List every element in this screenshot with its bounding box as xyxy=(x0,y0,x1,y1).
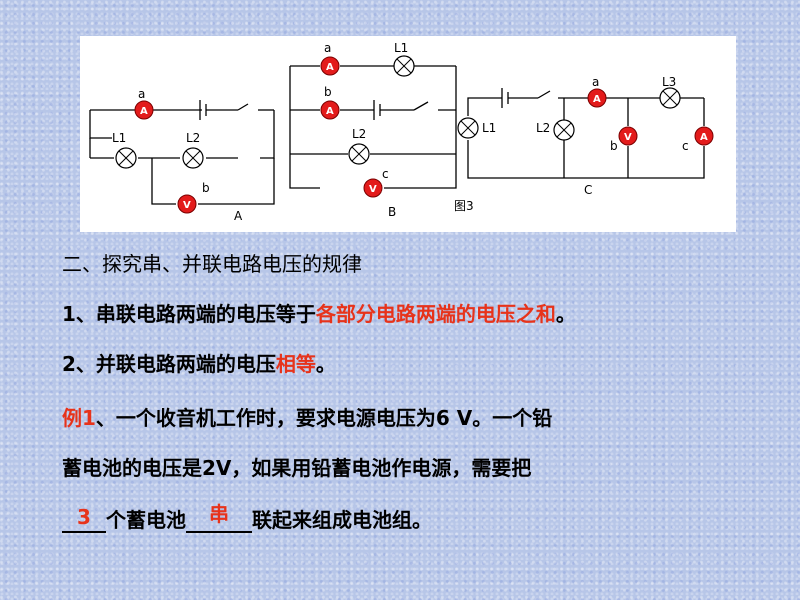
ammeter-a-icon xyxy=(320,56,340,76)
ammeter-c-icon xyxy=(694,126,714,146)
voltmeter-b-icon xyxy=(618,126,638,146)
ammeter-letter: A xyxy=(593,94,601,105)
circuit-a-label: A xyxy=(234,209,243,223)
lamp-l2-label: L2 xyxy=(536,121,550,135)
lamp-l2-label: L2 xyxy=(352,127,366,141)
point-a-label: a xyxy=(324,41,331,55)
voltmeter-b-icon xyxy=(177,194,197,214)
ammeter-letter: A xyxy=(140,106,148,117)
circuit-c: A V A a L3 L1 L2 b c C 图3 xyxy=(454,75,714,213)
circuit-c-label: C xyxy=(584,183,592,197)
section-heading: 二、探究串、并联电路电压的规律 xyxy=(62,252,362,276)
lamp-l3-label: L3 xyxy=(662,75,676,89)
point-c-label: c xyxy=(682,139,689,153)
ammeter-b-icon xyxy=(320,100,340,120)
example-line-1: 例1、一个收音机工作时，要求电源电压为6 V。一个铅 xyxy=(62,406,553,430)
ammeter-letter: A xyxy=(326,106,334,117)
answer-blank-2: 串 xyxy=(186,502,252,533)
point-b-label: b xyxy=(324,85,332,99)
circuit-diagram: A V a L1 L2 b A A A V xyxy=(89,41,714,223)
ammeter-a-icon xyxy=(134,100,154,120)
answer-count: 3 xyxy=(77,505,91,529)
rule-series-voltage: 1、串联电路两端的电压等于各部分电路两端的电压之和。 xyxy=(62,302,576,326)
ammeter-letter: A xyxy=(326,62,334,73)
circuit-a: A V a L1 L2 b A xyxy=(89,87,275,223)
ammeter-letter: A xyxy=(700,132,708,143)
example-line-2: 蓄电池的电压是2V，如果用铅蓄电池作电源，需要把 xyxy=(62,456,532,480)
example-label: 例1 xyxy=(62,406,96,430)
ammeter-a-icon xyxy=(587,88,607,108)
answer-connection: 串 xyxy=(209,502,229,526)
circuit-diagram-panel: A V a L1 L2 b A A A V xyxy=(80,36,736,232)
figure-label: 图3 xyxy=(454,199,474,213)
point-a-label: a xyxy=(138,87,145,101)
lamp-l1-label: L1 xyxy=(112,131,126,145)
point-c-label: c xyxy=(382,167,389,181)
circuit-b-label: B xyxy=(388,205,396,219)
answer-blank-1: 3 xyxy=(62,505,106,533)
voltmeter-letter: V xyxy=(624,132,632,143)
lamp-l2-label: L2 xyxy=(186,131,200,145)
lamp-l1-label: L1 xyxy=(482,121,496,135)
voltmeter-letter: V xyxy=(369,184,377,195)
rule2-highlight: 相等 xyxy=(275,352,316,376)
lamp-l1-label: L1 xyxy=(394,41,408,55)
point-b-label: b xyxy=(610,139,618,153)
rule1-highlight: 各部分电路两端的电压之和 xyxy=(315,302,556,326)
circuit-b: A A V a L1 b L2 c B xyxy=(289,41,457,219)
voltmeter-c-icon xyxy=(363,178,383,198)
point-a-label: a xyxy=(592,75,599,89)
voltmeter-letter: V xyxy=(183,200,191,211)
rule-parallel-voltage: 2、并联电路两端的电压相等。 xyxy=(62,352,336,376)
point-b-label: b xyxy=(202,181,210,195)
